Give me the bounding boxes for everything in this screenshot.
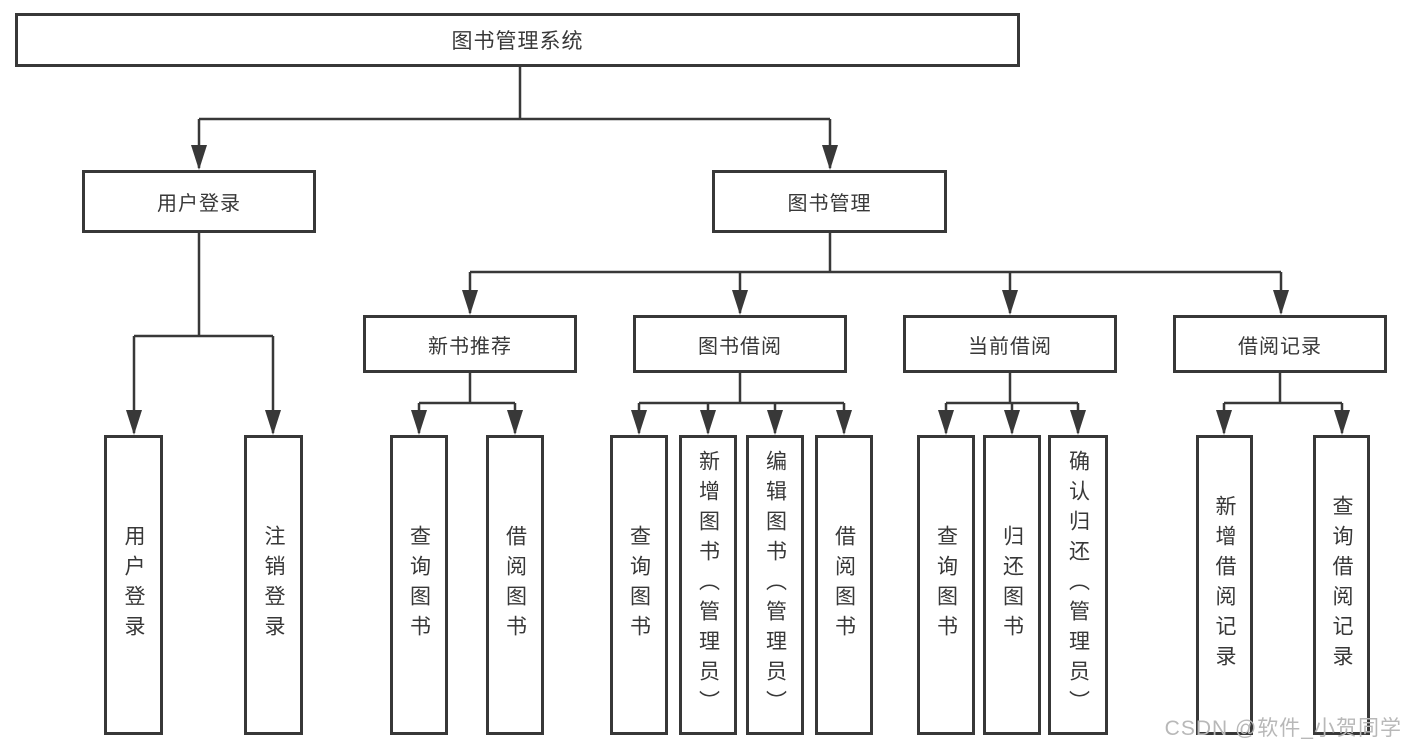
node-leaf-logout: 注销登录 bbox=[244, 435, 303, 735]
edge-root-to-level2 bbox=[197, 67, 832, 168]
node-label: 新书推荐 bbox=[428, 335, 512, 358]
node-leaf-user-login: 用户登录 bbox=[104, 435, 163, 735]
edge-bookborrow-to-leaves bbox=[637, 373, 846, 433]
arrowhead-icon bbox=[1334, 410, 1350, 435]
edge-newbook-to-leaves bbox=[417, 373, 517, 433]
node-leaf-confirm-return-admin: 确认归还（管理员） bbox=[1048, 435, 1108, 735]
arrowhead-icon bbox=[1002, 290, 1018, 315]
node-library-management-system: 图书管理系统 bbox=[15, 13, 1020, 67]
node-label: 查询图书 bbox=[407, 525, 431, 645]
node-borrowing-records: 借阅记录 bbox=[1173, 315, 1387, 373]
edge-bookmgmt-to-level3 bbox=[468, 233, 1283, 313]
node-label: 用户登录 bbox=[122, 525, 145, 645]
edge-borrowrecord-to-leaves bbox=[1222, 373, 1344, 433]
arrowhead-icon bbox=[732, 290, 748, 315]
node-leaf-return-books: 归还图书 bbox=[983, 435, 1041, 735]
node-label: 查询借阅记录 bbox=[1330, 495, 1353, 675]
node-user-login-branch: 用户登录 bbox=[82, 170, 316, 233]
arrowhead-icon bbox=[836, 410, 852, 435]
arrowhead-icon bbox=[1070, 410, 1086, 435]
arrowhead-icon bbox=[507, 410, 523, 435]
node-book-management-branch: 图书管理 bbox=[712, 170, 947, 233]
arrowhead-icon bbox=[700, 410, 716, 435]
node-leaf-query-books-2: 查询图书 bbox=[610, 435, 668, 735]
arrowhead-icon bbox=[1216, 410, 1232, 435]
arrowhead-icon bbox=[822, 145, 838, 170]
node-leaf-edit-books-admin: 编辑图书（管理员） bbox=[746, 435, 804, 735]
arrowhead-icon bbox=[1004, 410, 1020, 435]
node-label: 图书管理 bbox=[787, 193, 872, 215]
node-label: 图书借阅 bbox=[698, 335, 782, 358]
node-label: 借阅记录 bbox=[1238, 335, 1322, 358]
node-label: 归还图书 bbox=[1000, 525, 1024, 645]
node-label: 借阅图书 bbox=[503, 525, 527, 645]
node-label: 新增借阅记录 bbox=[1213, 495, 1236, 675]
node-leaf-query-books-1: 查询图书 bbox=[390, 435, 448, 735]
node-leaf-add-borrow-record: 新增借阅记录 bbox=[1196, 435, 1253, 735]
node-book-borrowing: 图书借阅 bbox=[633, 315, 847, 373]
node-label: 借阅图书 bbox=[832, 525, 856, 645]
node-label: 查询图书 bbox=[934, 525, 958, 645]
arrowhead-icon bbox=[462, 290, 478, 315]
node-leaf-borrow-books-1: 借阅图书 bbox=[486, 435, 544, 735]
node-new-book-recommend: 新书推荐 bbox=[363, 315, 577, 373]
node-label: 用户登录 bbox=[157, 193, 241, 215]
arrowhead-icon bbox=[191, 145, 207, 170]
arrowheads bbox=[126, 145, 1350, 435]
arrowhead-icon bbox=[631, 410, 647, 435]
node-leaf-query-borrow-record: 查询借阅记录 bbox=[1313, 435, 1370, 735]
node-leaf-add-books-admin: 新增图书（管理员） bbox=[679, 435, 737, 735]
node-label: 注销登录 bbox=[262, 525, 285, 645]
node-leaf-borrow-books-2: 借阅图书 bbox=[815, 435, 873, 735]
node-label: 当前借阅 bbox=[968, 335, 1052, 358]
node-label: 新增图书（管理员） bbox=[696, 450, 720, 720]
arrowhead-icon bbox=[938, 410, 954, 435]
node-label: 图书管理系统 bbox=[451, 30, 584, 53]
arrowhead-icon bbox=[411, 410, 427, 435]
arrowhead-icon bbox=[265, 410, 281, 435]
csdn-watermark: CSDN @软件_小贺同学 bbox=[1164, 717, 1402, 740]
arrowhead-icon bbox=[1273, 290, 1289, 315]
node-current-borrowing: 当前借阅 bbox=[903, 315, 1117, 373]
node-leaf-query-books-3: 查询图书 bbox=[917, 435, 975, 735]
tree-edges bbox=[132, 67, 1344, 433]
node-label: 编辑图书（管理员） bbox=[763, 450, 787, 720]
arrowhead-icon bbox=[126, 410, 142, 435]
arrowhead-icon bbox=[767, 410, 783, 435]
node-label: 查询图书 bbox=[627, 525, 651, 645]
edge-userlogin-to-leaves bbox=[132, 233, 275, 433]
node-label: 确认归还（管理员） bbox=[1066, 450, 1090, 720]
